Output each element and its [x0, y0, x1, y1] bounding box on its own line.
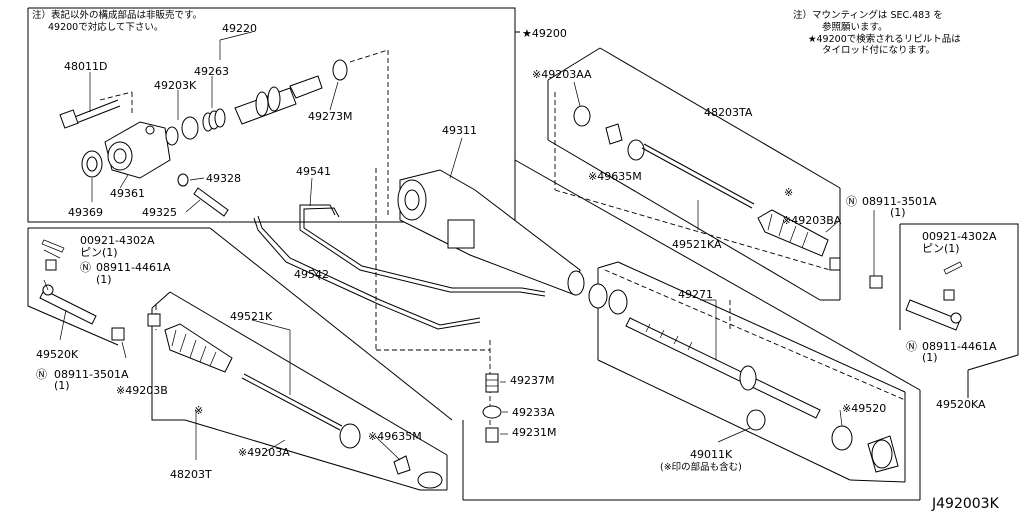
- label-49369: 49369: [68, 206, 103, 219]
- label-49237m: 49237M: [510, 374, 554, 387]
- label-pin-right: ピン(1): [922, 242, 960, 255]
- label-star-mark-right: ※: [784, 186, 793, 199]
- label-49520: ※49520: [842, 402, 886, 415]
- label-49203a: ※49203A: [238, 446, 290, 459]
- note-top-right-line4: タイロッド付になります。: [822, 45, 935, 56]
- label-00921-right: 00921-4302A: [922, 230, 997, 243]
- dashed-assembly-lines: [99, 49, 906, 440]
- washer-49635m-left: [393, 455, 411, 475]
- label-49203b: ※49203B: [116, 384, 168, 397]
- label-49520ka: 49520KA: [936, 398, 986, 411]
- note-top-left: 注）表記以外の構成部品は非販売です。 49200で対応して下さい。: [32, 9, 202, 33]
- label-n-mark-left: Ⓝ: [80, 261, 91, 274]
- inner-socket-49521k: [241, 373, 361, 449]
- label-49233a: 49233A: [512, 406, 555, 419]
- label-qty-right: (1): [890, 206, 906, 219]
- label-08911-4461a-right: 08911-4461A: [922, 340, 997, 353]
- label-qty-left: (1): [96, 273, 112, 286]
- note-top-right-line1: 注）マウンティングは SEC.483 を: [793, 9, 943, 21]
- seal-rings-rack: [588, 283, 766, 431]
- label-48203t: 48203T: [170, 468, 212, 481]
- spring-49237m: [485, 373, 499, 393]
- diagram-id: J492003K: [931, 496, 1000, 512]
- label-08911-3501a-right: 08911-3501A: [862, 195, 937, 208]
- bushing-49520: [831, 425, 899, 473]
- pinion-shaft-49220: [234, 75, 323, 125]
- frame-lines: [27, 7, 1019, 501]
- label-49011k-note: (※印の部品も含む): [660, 461, 742, 473]
- label-49311: 49311: [442, 124, 477, 137]
- tie-rod-end-right: [905, 299, 962, 331]
- o-ring-49328: [177, 173, 189, 187]
- label-49271: 49271: [678, 288, 713, 301]
- clip-49203a-left: [417, 471, 443, 489]
- snap-ring-49273m: [332, 59, 348, 81]
- oil-seal-49369: [81, 150, 103, 178]
- label-08911-3501a-left: 08911-3501A: [54, 368, 129, 381]
- label-49520k: 49520K: [36, 348, 79, 361]
- label-49273m: 49273M: [308, 110, 352, 123]
- washer-49635m-right: [605, 123, 623, 145]
- plug-49231m: [485, 427, 499, 443]
- label-pin-left: ピン(1): [80, 246, 118, 259]
- boot-clamp-49203ba: [829, 257, 841, 271]
- label-48011d: 48011D: [64, 60, 107, 73]
- o-ring-49203k: [165, 116, 199, 146]
- note-top-left-line1: 注）表記以外の構成部品は非販売です。: [32, 9, 202, 21]
- label-08911-4461a-left: 08911-4461A: [96, 261, 171, 274]
- label-49263: 49263: [194, 65, 229, 78]
- tie-rod-end-left: [39, 279, 97, 325]
- boot-49203t-left: [164, 323, 233, 373]
- cotter-pin-left: [41, 239, 65, 253]
- note-top-left-line2: 49200で対応して下さい。: [48, 21, 163, 33]
- note-top-right-line2: 参照願います。: [822, 21, 888, 33]
- valve-housing-49361: [104, 121, 171, 179]
- label-49325: 49325: [142, 206, 177, 219]
- retainer-49233a: [482, 405, 502, 419]
- label-49203aa: ※49203AA: [532, 68, 592, 81]
- bolt-48011d: [59, 99, 121, 129]
- tube-49541: [299, 204, 546, 297]
- label-49542: 49542: [294, 268, 329, 281]
- label-49011k: 49011K: [690, 448, 733, 461]
- label-qty-right2: (1): [922, 351, 938, 364]
- label-49521k: 49521K: [230, 310, 273, 323]
- label-49635m-right: ※49635M: [588, 170, 642, 183]
- nut-right: [869, 275, 955, 301]
- label-49203ba: ※49203BA: [782, 214, 842, 227]
- label-48203ta: 48203TA: [704, 106, 753, 119]
- note-top-right-line3: ★49200で検索されるリビルト品は: [808, 33, 961, 45]
- connector-49325: [193, 187, 229, 217]
- boot-right: [757, 209, 829, 257]
- label-49328: 49328: [206, 172, 241, 185]
- boot-clamp-49203b: [147, 313, 161, 327]
- note-top-right: 注）マウンティングは SEC.483 を 参照願います。 ★49200で検索され…: [793, 9, 961, 56]
- label-49203k: 49203K: [154, 79, 197, 92]
- label-n-mark-right: Ⓝ: [846, 195, 857, 208]
- label-qty-left2: (1): [54, 379, 70, 392]
- label-00921-left: 00921-4302A: [80, 234, 155, 247]
- rack-49271: [625, 317, 821, 419]
- label-n-mark-right2: Ⓝ: [906, 340, 917, 353]
- label-49635m-left: ※49635M: [368, 430, 422, 443]
- tube-49542: [253, 215, 481, 330]
- label-n-mark-left2: Ⓝ: [36, 368, 47, 381]
- gear-housing-49311: [397, 169, 585, 296]
- clip-49203aa: [573, 105, 591, 127]
- label-49521ka: 49521KA: [672, 238, 722, 251]
- label-49220: 49220: [222, 22, 257, 35]
- inner-socket-49521ka: [627, 139, 755, 209]
- part-labels: 49220 48011D 49203K 49263 49273M 49361 4…: [36, 22, 1000, 512]
- label-49361: 49361: [110, 187, 145, 200]
- label-49200: ★49200: [522, 27, 567, 40]
- label-49541: 49541: [296, 165, 331, 178]
- cotter-pin-right: [943, 261, 963, 275]
- label-49231m: 49231M: [512, 426, 556, 439]
- nut-left: [45, 259, 125, 341]
- label-star-mark-left: ※: [194, 404, 203, 417]
- seal-rings-49263: [202, 108, 226, 132]
- leader-lines: [43, 31, 875, 461]
